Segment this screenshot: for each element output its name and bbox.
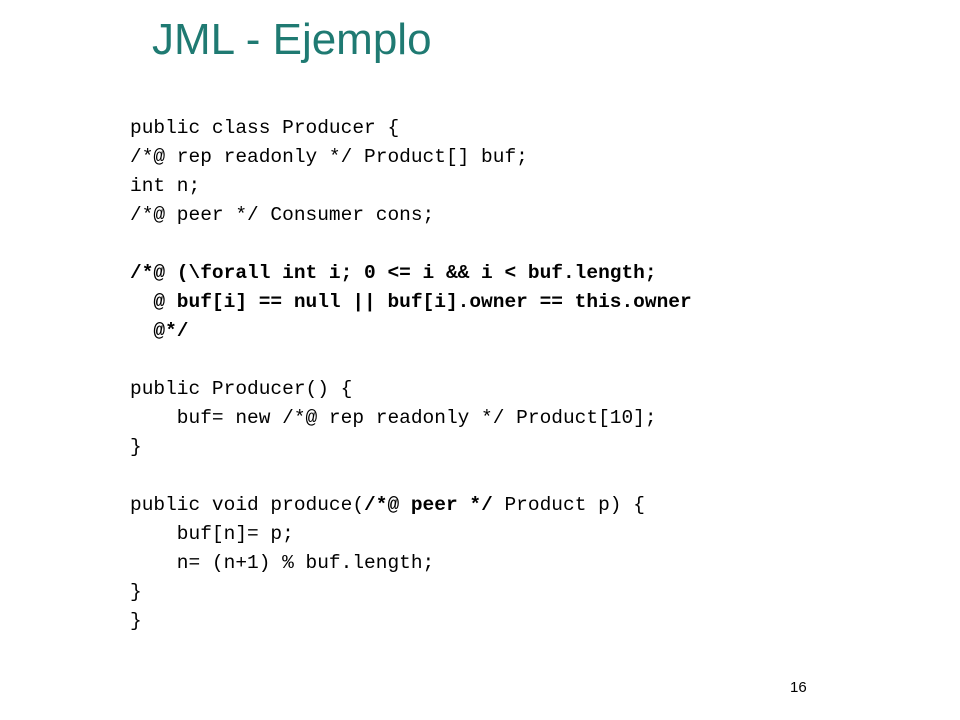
code-line-produce-body-2: n= (n+1) % buf.length; (130, 552, 435, 574)
code-line-constructor: public Producer() { (130, 378, 353, 400)
code-line-constructor-body: buf= new /*@ rep readonly */ Product[10]… (130, 407, 657, 429)
code-line-invariant-3: @*/ (130, 320, 189, 342)
code-line-invariant-1: /*@ (\forall int i; 0 <= i && i < buf.le… (130, 262, 657, 284)
code-line-produce-close: } (130, 581, 142, 603)
code-line-class-close: } (130, 610, 142, 632)
code-line-produce-body-1: buf[n]= p; (130, 523, 294, 545)
produce-peer-annotation: /*@ peer */ (364, 494, 493, 516)
code-line-produce: public void produce(/*@ peer */ Product … (130, 491, 692, 520)
code-line-3: int n; (130, 175, 201, 197)
slide-title: JML - Ejemplo (152, 15, 432, 64)
code-line-2: /*@ rep readonly */ Product[] buf; (130, 146, 528, 168)
code-block: public class Producer { /*@ rep readonly… (130, 114, 692, 636)
code-line-4: /*@ peer */ Consumer cons; (130, 204, 435, 226)
code-blank-line (130, 462, 692, 491)
code-blank-line (130, 230, 692, 259)
code-line-constructor-close: } (130, 436, 142, 458)
page-number: 16 (790, 679, 807, 696)
produce-signature-start: public void produce( (130, 494, 365, 516)
code-line-invariant-2: @ buf[i] == null || buf[i].owner == this… (130, 291, 692, 313)
code-line-1: public class Producer { (130, 117, 400, 139)
produce-signature-end: Product p) { (492, 494, 645, 516)
code-blank-line (130, 346, 692, 375)
